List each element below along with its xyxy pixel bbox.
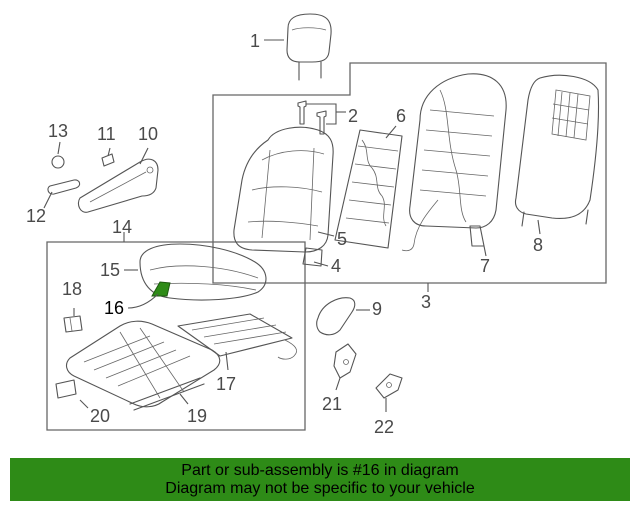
backrest-group-box bbox=[212, 62, 607, 284]
callout-14: 14 bbox=[112, 217, 132, 237]
cushion-pad-part bbox=[177, 313, 297, 360]
headrest-guide-part bbox=[297, 100, 327, 135]
recliner-cover-part bbox=[77, 158, 159, 213]
callout-6: 6 bbox=[396, 106, 406, 126]
callout-20: 20 bbox=[90, 406, 110, 426]
callout-13: 13 bbox=[48, 121, 68, 141]
callout-16: 16 bbox=[104, 298, 124, 318]
banner-line-2: Diagram may not be specific to your vehi… bbox=[165, 479, 475, 497]
callout-1: 1 bbox=[250, 31, 260, 51]
backrest-pad-part bbox=[334, 129, 403, 249]
backrest-cover-part bbox=[233, 126, 334, 267]
cover-part-20 bbox=[55, 379, 77, 399]
leader-lines bbox=[43, 39, 541, 412]
callout-4: 4 bbox=[331, 256, 341, 276]
bracket-part-21 bbox=[333, 343, 357, 379]
highlighted-part-16 bbox=[151, 281, 171, 297]
callout-19: 19 bbox=[187, 406, 207, 426]
bracket-part-22 bbox=[375, 373, 403, 399]
banner-line-1: Part or sub-assembly is #16 in diagram bbox=[181, 461, 459, 479]
callout-3: 3 bbox=[421, 292, 431, 312]
callout-9: 9 bbox=[372, 299, 382, 319]
bracket-part-9 bbox=[316, 297, 356, 336]
callout-12: 12 bbox=[26, 206, 46, 226]
callout-11: 11 bbox=[97, 124, 116, 144]
cushion-frame-part bbox=[65, 320, 221, 411]
callout-7: 7 bbox=[480, 256, 490, 276]
callout-15: 15 bbox=[100, 260, 120, 280]
headrest-part bbox=[286, 13, 332, 81]
cushion-group-box bbox=[46, 241, 306, 431]
callout-8: 8 bbox=[533, 235, 543, 255]
callout-10: 10 bbox=[138, 124, 158, 144]
clip-part-18 bbox=[63, 315, 83, 333]
backrest-frame-part bbox=[401, 73, 507, 252]
callout-5: 5 bbox=[337, 229, 347, 249]
info-banner: Part or sub-assembly is #16 in diagram D… bbox=[10, 458, 630, 501]
handle-part bbox=[47, 179, 81, 195]
callout-17: 17 bbox=[216, 374, 236, 394]
callout-22: 22 bbox=[374, 417, 394, 437]
callout-21: 21 bbox=[322, 394, 342, 414]
back-panel-part bbox=[514, 74, 600, 227]
callout-18: 18 bbox=[62, 279, 82, 299]
callout-2: 2 bbox=[348, 106, 358, 126]
cap-part bbox=[51, 155, 65, 169]
